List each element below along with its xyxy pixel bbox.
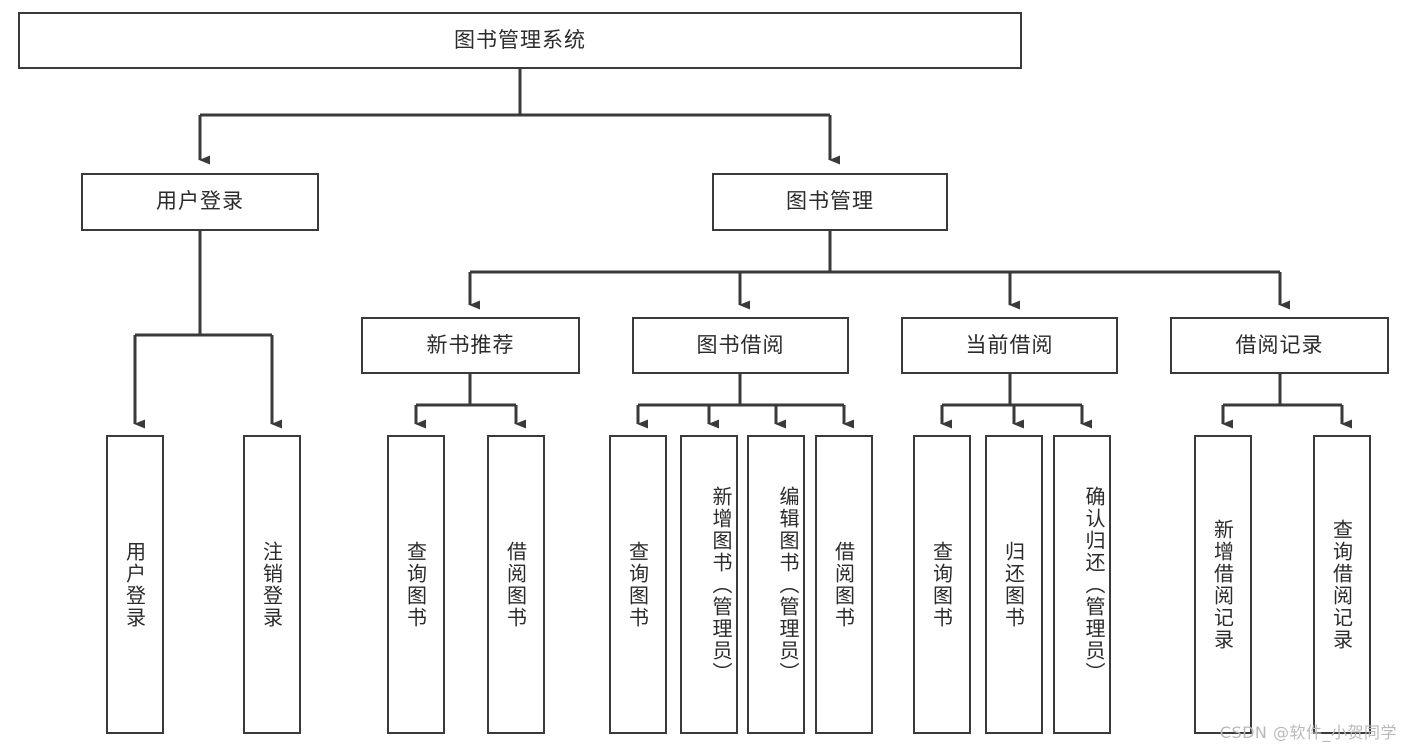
- node-leaf-query-book-2-label: 查询图书: [625, 540, 650, 629]
- node-leaf-borrow-book-2[interactable]: 借阅图书: [815, 435, 873, 734]
- node-leaf-query-book-3-label: 查询图书: [929, 540, 954, 629]
- node-root[interactable]: 图书管理系统: [18, 12, 1022, 69]
- node-book-borrow-label: 图书借阅: [696, 332, 785, 357]
- node-leaf-add-book-label: 新增图书（管理员）: [709, 485, 733, 684]
- node-borrow-record-label: 借阅记录: [1235, 332, 1324, 357]
- node-book-borrow[interactable]: 图书借阅: [632, 317, 849, 374]
- node-leaf-query-book-3[interactable]: 查询图书: [913, 435, 971, 734]
- node-leaf-edit-book-label: 编辑图书（管理员）: [776, 485, 800, 684]
- node-leaf-user-login[interactable]: 用户登录: [106, 435, 164, 734]
- node-book-manage[interactable]: 图书管理: [712, 173, 948, 231]
- node-leaf-query-book-1-label: 查询图书: [403, 540, 428, 629]
- node-leaf-add-record[interactable]: 新增借阅记录: [1194, 435, 1252, 734]
- node-leaf-edit-book[interactable]: 编辑图书（管理员）: [747, 435, 805, 734]
- node-book-manage-label: 图书管理: [786, 189, 874, 214]
- node-current-borrow[interactable]: 当前借阅: [901, 317, 1118, 374]
- node-leaf-borrow-book-1-label: 借阅图书: [503, 540, 528, 629]
- node-user-login-label: 用户登录: [156, 189, 244, 214]
- node-leaf-borrow-book-2-label: 借阅图书: [831, 540, 856, 629]
- node-leaf-borrow-book-1[interactable]: 借阅图书: [487, 435, 545, 734]
- node-leaf-query-book-2[interactable]: 查询图书: [609, 435, 667, 734]
- csdn-watermark: CSDN @软件_小贺同学: [1219, 723, 1397, 742]
- node-current-borrow-label: 当前借阅: [965, 332, 1054, 357]
- node-borrow-record[interactable]: 借阅记录: [1170, 317, 1389, 374]
- node-user-login[interactable]: 用户登录: [81, 173, 319, 231]
- node-root-label: 图书管理系统: [454, 27, 586, 52]
- node-leaf-add-book[interactable]: 新增图书（管理员）: [680, 435, 738, 734]
- node-leaf-query-record[interactable]: 查询借阅记录: [1313, 435, 1371, 734]
- node-leaf-user-logout-label: 注销登录: [259, 540, 284, 629]
- node-leaf-confirm-return-label: 确认归还（管理员）: [1082, 485, 1106, 684]
- node-leaf-return-book-label: 归还图书: [1001, 540, 1026, 629]
- node-leaf-user-login-label: 用户登录: [122, 540, 147, 629]
- node-new-book-rec-label: 新书推荐: [426, 332, 515, 357]
- node-leaf-confirm-return[interactable]: 确认归还（管理员）: [1053, 435, 1111, 734]
- node-leaf-add-record-label: 新增借阅记录: [1210, 518, 1235, 651]
- node-leaf-user-logout[interactable]: 注销登录: [243, 435, 301, 734]
- node-new-book-rec[interactable]: 新书推荐: [361, 317, 580, 374]
- node-leaf-return-book[interactable]: 归还图书: [985, 435, 1043, 734]
- node-leaf-query-record-label: 查询借阅记录: [1329, 518, 1354, 651]
- node-leaf-query-book-1[interactable]: 查询图书: [387, 435, 445, 734]
